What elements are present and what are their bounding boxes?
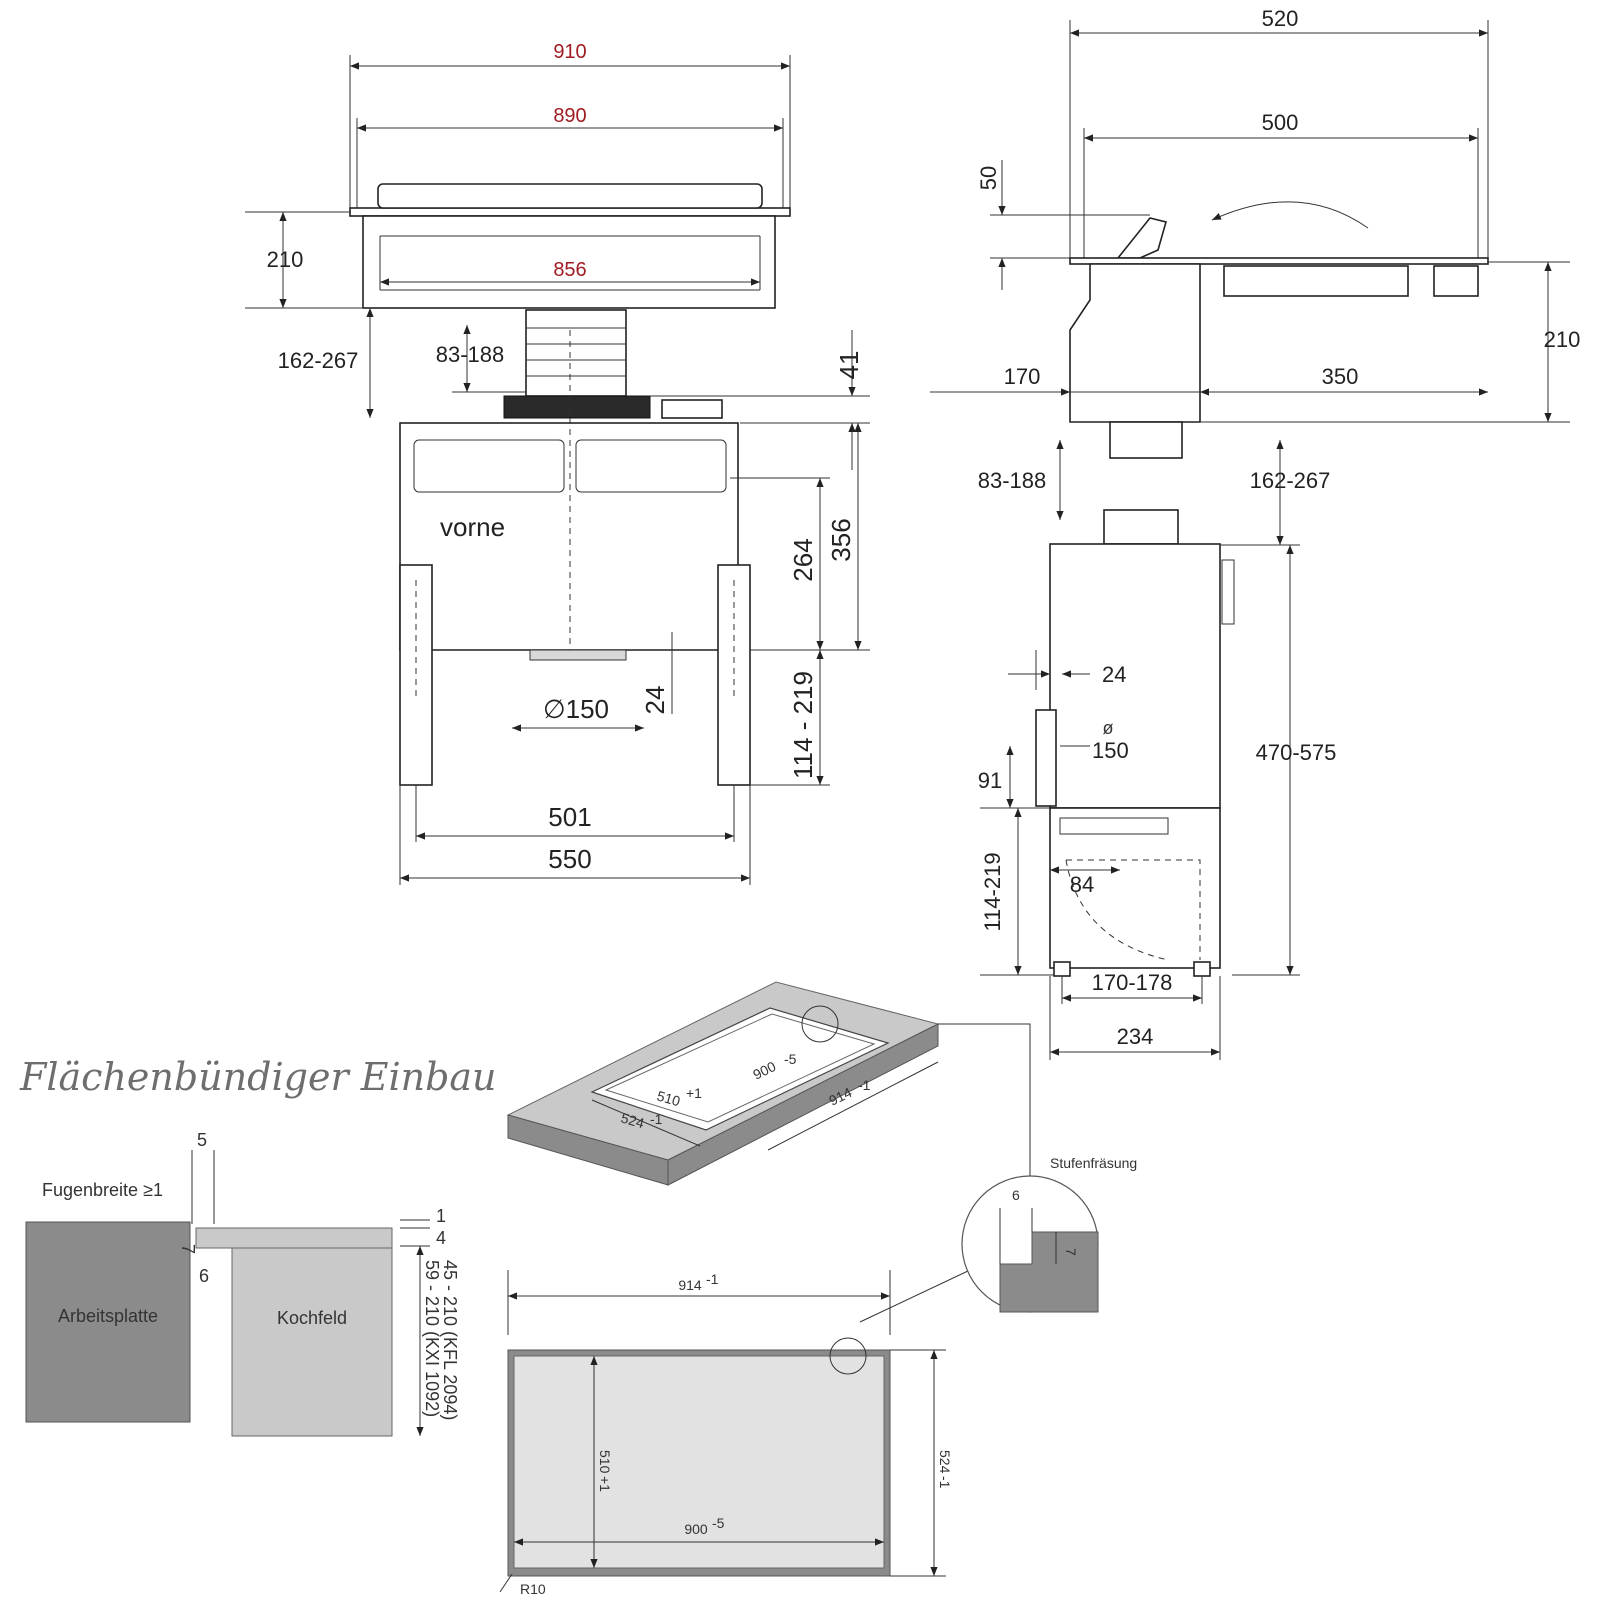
leg-right (717, 564, 751, 786)
iso-dim-914-tol: -1 (858, 1077, 871, 1093)
side-outlet (1109, 421, 1183, 459)
section-dim-1: 1 (436, 1206, 446, 1226)
dim-lower-84: 84 (1070, 872, 1094, 897)
step-detail: Stufenfräsung 6 7 (961, 1155, 1137, 1313)
plan-dim-914: 914 (678, 1277, 702, 1293)
arbeitsplatte-label: Arbeitsplatte (58, 1306, 158, 1326)
lower-legs (1049, 807, 1221, 969)
fan-top-plate (503, 395, 651, 419)
iso-worktop-side (667, 1023, 939, 1186)
foot-left (1053, 961, 1071, 977)
section-dim-5: 5 (197, 1130, 207, 1150)
dim-front-162-267: 162-267 (278, 348, 359, 373)
lower-outlet (1035, 709, 1057, 807)
fan-unit-body (399, 422, 739, 651)
side-fan-body (1069, 263, 1201, 423)
dim-lower-234: 234 (1117, 1024, 1154, 1049)
side-box-2 (1433, 265, 1479, 297)
vorne-label: vorne (440, 512, 505, 542)
plan-dim-900-tol: -5 (712, 1515, 725, 1531)
dim-front-d150: ∅150 (543, 694, 609, 724)
front-view: 910 890 856 210 162-267 83-188 (245, 41, 870, 885)
dim-front-501: 501 (548, 802, 591, 832)
dim-front-114-219: 114 - 219 (788, 671, 818, 779)
side-flap (1116, 217, 1167, 259)
dim-lower-470-575: 470-575 (1256, 740, 1337, 765)
dim-lower-83-188: 83-188 (978, 468, 1047, 493)
iso-cutout-inner (604, 1013, 876, 1123)
telescopic-duct (525, 309, 627, 397)
kochfeld-label: Kochfeld (277, 1308, 347, 1328)
dim-lower-91: 91 (978, 768, 1002, 793)
iso-view: 510 +1 900 -5 524 -1 914 -1 (506, 981, 940, 1186)
iso-dim-900-tol: -5 (784, 1051, 797, 1067)
iso-dim-510: 510 (655, 1088, 682, 1110)
dim-front-210: 210 (267, 247, 304, 272)
dim-lower-114-219: 114-219 (980, 852, 1005, 931)
dim-side-170: 170 (1004, 364, 1041, 389)
side-view: 520 500 50 210 170 350 (930, 6, 1581, 459)
dim-front-41: 41 (834, 351, 864, 380)
section-dim-7: 7 (178, 1244, 198, 1254)
plan-inner (513, 1355, 885, 1569)
lower-fan-body (1049, 543, 1221, 809)
dim-lower-d150: 150 (1092, 738, 1129, 763)
arbeitsplatte (25, 1221, 191, 1423)
dim-856: 856 (553, 259, 586, 281)
section-dim-4: 4 (436, 1228, 446, 1248)
side-glass (1069, 257, 1489, 265)
fan-motor (661, 399, 723, 419)
dim-front-356: 356 (826, 518, 856, 561)
lower-top-duct (1103, 509, 1179, 545)
plan-dim-524-tol: -1 (937, 1476, 953, 1489)
plan-dim-510-tol: +1 (597, 1476, 613, 1492)
detail-dim-7: 7 (1063, 1248, 1079, 1256)
lower-side-view: 83-188 162-267 24 ø 150 91 470-575 84 (978, 440, 1337, 1060)
dim-lower-d-symbol: ø (1103, 718, 1114, 738)
plan-view: 914 -1 510 +1 900 -5 524 -1 R10 (499, 1270, 953, 1597)
detail-dim-6: 6 (1012, 1187, 1020, 1203)
dim-side-500: 500 (1262, 110, 1299, 135)
plan-dim-900: 900 (684, 1521, 708, 1537)
flap-arrow (1211, 201, 1369, 229)
dim-front-83-188: 83-188 (436, 342, 505, 367)
dim-890: 890 (553, 105, 586, 127)
dim-lower-24: 24 (1102, 662, 1126, 687)
iso-dim-510-tol: +1 (686, 1085, 702, 1101)
dim-front-24: 24 (640, 686, 670, 715)
glass-plate (195, 1227, 393, 1249)
dim-side-210: 210 (1544, 327, 1581, 352)
foot-right (1193, 961, 1211, 977)
section-dim-6: 6 (199, 1266, 209, 1286)
section-range-2: 59 - 210 (KXI 1092) (422, 1260, 442, 1417)
dim-front-264: 264 (788, 538, 818, 581)
dim-side-520: 520 (1262, 6, 1299, 31)
hob-glass (349, 207, 791, 217)
dim-lower-170-178: 170-178 (1092, 970, 1173, 995)
leg-left (399, 564, 433, 786)
plan-dim-914-tol: -1 (706, 1271, 719, 1287)
section-detail: Fugenbreite ≥1 5 Arbeitsplatte Kochfeld … (25, 1130, 460, 1437)
section-title: Flächenbündiger Einbau (19, 1055, 497, 1099)
fugenbreite-label: Fugenbreite ≥1 (42, 1180, 163, 1200)
plan-r10: R10 (520, 1581, 546, 1597)
kochfeld (231, 1245, 393, 1437)
hob-body (362, 215, 776, 309)
dim-910: 910 (553, 41, 586, 63)
dim-lower-162-267: 162-267 (1250, 468, 1331, 493)
plan-dim-510: 510 (597, 1450, 613, 1474)
iso-dim-524-tol: -1 (650, 1111, 663, 1127)
hob-flap (377, 183, 763, 209)
outlet-150 (529, 649, 627, 661)
dim-front-550: 550 (548, 844, 591, 874)
dim-side-50: 50 (976, 166, 1001, 190)
dim-side-350: 350 (1322, 364, 1359, 389)
side-box (1223, 265, 1409, 297)
plan-dim-524: 524 (937, 1450, 953, 1474)
section-range-1: 45 - 210 (KFL 2094) (440, 1260, 460, 1420)
detail-label: Stufenfräsung (1050, 1155, 1137, 1171)
